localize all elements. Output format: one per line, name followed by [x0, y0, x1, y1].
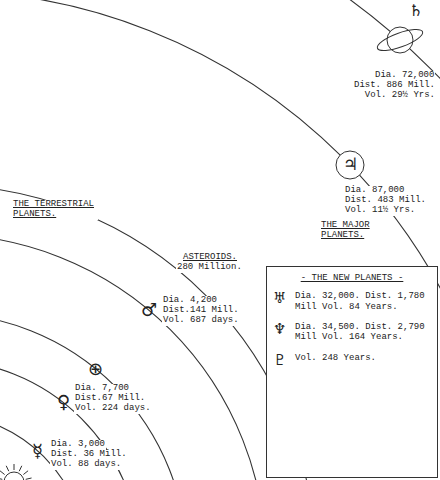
planet-symbol: ⊕ [88, 359, 103, 379]
planet-label: Vol. 687 days. [162, 316, 240, 326]
planet-label: Vol. 88 days. [50, 460, 122, 470]
planet-symbol: ♂ [141, 300, 157, 320]
planet-data: Dia. 34,500. Dist. 2,790 Mill Vol. 164 Y… [295, 322, 431, 343]
planet-label: Dia. 72,000 [374, 71, 435, 81]
planet-row: ♇Vol. 248 Years. [273, 353, 431, 368]
jupiter-circle [336, 151, 364, 179]
planet-symbol: ♄ [409, 2, 423, 20]
planet-label: Vol. 224 days. [74, 404, 152, 414]
planet-label: Dia. 3,000 [50, 440, 106, 450]
legend-box: - THE NEW PLANETS - ♅Dia. 32,000. Dist. 1… [266, 266, 438, 478]
orbit-arc [0, 313, 187, 480]
planet-label: Dist.141 Mill. [162, 306, 240, 316]
planet-symbol: ☿ [32, 441, 43, 461]
planet-symbol: ♀ [57, 392, 70, 412]
orbit-arc [0, 360, 140, 480]
planet-label: Dia. 87,000 [344, 186, 405, 196]
planet-symbol: ♃ [343, 155, 358, 174]
planet-label: Vol. 11½ Yrs. [344, 206, 416, 216]
planet-label: Dia. 4,200 [162, 296, 218, 306]
box-heading: - THE NEW PLANETS - [273, 273, 431, 283]
planet-symbol: ♇ [273, 353, 295, 368]
planet-label: 280 Million. [176, 263, 243, 273]
saturn-drawing [375, 25, 425, 55]
planet-label: Dist. 36 Mill. [50, 450, 128, 460]
planet-row: ♆Dia. 34,500. Dist. 2,790 Mill Vol. 164 … [273, 322, 431, 343]
planet-label: THE TERRESTRIAL PLANETS. [12, 200, 98, 220]
planet-label: Dia. 7,700 [74, 384, 130, 394]
planet-data: Dia. 32,000. Dist. 1,780 Mill Vol. 84 Ye… [295, 291, 431, 312]
planet-symbol: ♅ [273, 291, 295, 306]
planet-label: ASTEROIDS. [182, 253, 238, 263]
planet-label: THE MAJOR PLANETS. [320, 221, 380, 241]
planet-symbol: ♆ [273, 322, 295, 337]
planet-label: Vol. 29½ Yrs. [364, 91, 436, 101]
planet-data: Vol. 248 Years. [295, 353, 431, 363]
orbit-arc [0, 234, 266, 480]
planet-label: Dist. 483 Mill. [344, 196, 427, 206]
planet-label: Dist. 886 Mill. [353, 81, 436, 91]
planet-row: ♅Dia. 32,000. Dist. 1,780 Mill Vol. 84 Y… [273, 291, 431, 312]
planet-label: Dist.67 Mill. [74, 394, 146, 404]
sun-symbol [0, 464, 32, 480]
